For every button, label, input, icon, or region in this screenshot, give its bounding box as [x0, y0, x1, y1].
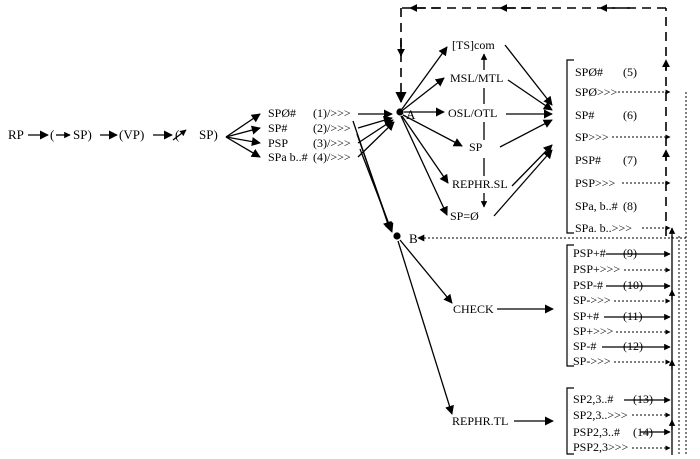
box-3: SP2,3..# SP2,3..>>> PSP2,3..# PSP2,3>>> …: [566, 387, 671, 455]
branch-code: (2)/>>>: [313, 121, 351, 135]
box-1-num: (5): [623, 65, 637, 79]
node-a-label: A: [406, 107, 416, 122]
box-2-bracket: [566, 244, 574, 367]
box-1-item: SPa, b..#: [575, 199, 618, 213]
box-2-item: SP-#: [573, 339, 596, 353]
node-a-dot: [396, 108, 404, 116]
box-1-item: SPa. b..>>>: [575, 221, 632, 235]
box-2-item: SP+>>>: [573, 324, 614, 338]
branch-item: SPØ#: [268, 106, 296, 120]
a-outputs: [TS]com MSL/MTL OSL/OTL SP REPHR.SL SP=Ø: [400, 38, 553, 223]
a-output-item: SP: [469, 140, 483, 154]
branch-item: PSP: [268, 136, 288, 150]
node-b-dot: [393, 232, 401, 240]
box-2-item: PSP+>>>: [573, 262, 620, 276]
rp-label: RP: [8, 127, 24, 142]
box-1-num: (8): [623, 199, 637, 213]
b-output-item: REPHR.TL: [452, 414, 508, 428]
main-chain: RP ( SP) (VP) ( SP): [8, 127, 218, 142]
box-2-num: (10): [623, 278, 643, 292]
box-1-item: SP>>>: [575, 130, 609, 144]
box-1-item: SP#: [575, 108, 594, 122]
a-output-item: REPHR.SL: [452, 177, 508, 191]
box-3-item: PSP2,3>>>: [573, 440, 629, 454]
box-3-num: (13): [633, 392, 653, 406]
box-2-num: (12): [623, 339, 643, 353]
box-1-item: SPØ>>>: [575, 85, 618, 99]
box-1-num: (7): [623, 153, 637, 167]
a-output-item: MSL/MTL: [450, 71, 503, 85]
box-3-item: SP2,3..#: [573, 392, 613, 406]
sp-end-label: SP): [199, 127, 218, 142]
node-b: B: [393, 231, 418, 246]
box-2-item: SP->>>: [573, 354, 611, 368]
first-branch: SPØ# SP# PSP SPa b..# (1)/>>> (2)/>>> (3…: [268, 106, 351, 164]
box-1-bracket: [566, 59, 574, 234]
box-2-item: PSP-#: [573, 278, 603, 292]
box-3-bracket: [566, 387, 574, 455]
feedback-lines: [395, 4, 687, 455]
branch-item: SP#: [268, 121, 287, 135]
branch-code: (3)/>>>: [313, 136, 351, 150]
box-3-item: PSP2,3..#: [573, 425, 620, 439]
a-output-item: SP=Ø: [450, 209, 479, 223]
b-outputs: CHECK REPHR.TL: [397, 239, 554, 428]
box-1-item: PSP>>>: [575, 176, 616, 190]
sp-open-paren: (: [50, 127, 54, 142]
branch-to-nodes: [352, 109, 395, 233]
box-1-item: SPØ#: [575, 65, 603, 79]
node-a: A: [396, 107, 416, 122]
branch-item: SPa b..#: [268, 150, 308, 164]
a-output-item: OSL/OTL: [448, 106, 497, 120]
box-2-item: SP+#: [573, 309, 599, 323]
vp-label: (VP): [119, 127, 144, 142]
box-2-item: SP->>>: [573, 293, 611, 307]
fan-arrows: [225, 113, 261, 158]
box-2: PSP+# PSP+>>> PSP-# SP->>> SP+# SP+>>> S…: [566, 244, 671, 368]
branch-code: (4)/>>>: [313, 150, 351, 164]
box-2-num: (9): [623, 246, 637, 260]
branch-code: (1)/>>>: [313, 106, 351, 120]
box-2-item: PSP+#: [573, 246, 606, 260]
node-b-label: B: [409, 231, 418, 246]
box-1: SPØ# SPØ>>> SP# SP>>> PSP# PSP>>> SPa, b…: [566, 59, 671, 235]
b-output-item: CHECK: [453, 302, 494, 316]
struck-paren: (: [175, 127, 179, 142]
box-2-num: (11): [623, 309, 643, 323]
box-1-item: PSP#: [575, 153, 601, 167]
a-output-item: [TS]com: [452, 38, 495, 52]
struck-arrow: [172, 129, 187, 141]
box-3-item: SP2,3..>>>: [573, 408, 628, 422]
box-1-num: (6): [623, 108, 637, 122]
sp-label: SP): [73, 127, 92, 142]
